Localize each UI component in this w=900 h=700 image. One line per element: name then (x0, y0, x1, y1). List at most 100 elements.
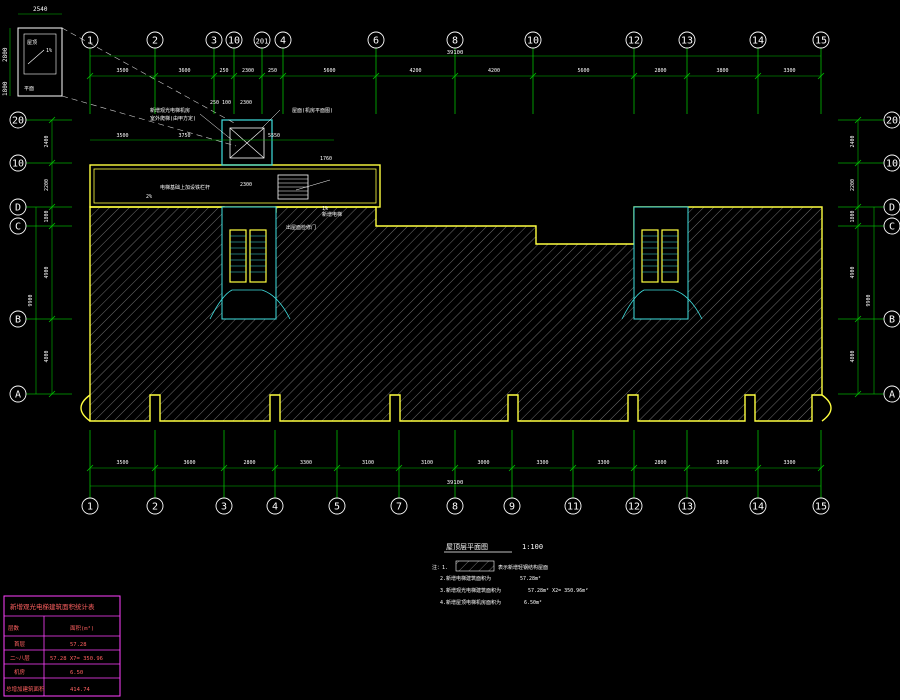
dim-top-tick-4 (258, 72, 266, 80)
grid-bubble-bot-8: 11 (567, 502, 579, 513)
annotation-9: 250 (210, 100, 219, 106)
dim-top-0: 3500 (116, 68, 128, 74)
dim-bot-tick-11 (754, 464, 762, 472)
dim-top2-2: 5550 (268, 133, 280, 139)
grid-bubble-bot-0: 1 (87, 502, 93, 513)
dim-bot-4: 3100 (362, 460, 374, 466)
dim-bot-tick-12 (817, 464, 825, 472)
grid-bubble-top-4-circle (253, 31, 271, 49)
dim-top-2: 250 (219, 68, 228, 74)
grid-bubble-left-1-circle (9, 154, 27, 172)
dim-top-5: 5600 (323, 68, 335, 74)
dim-top-3: 2300 (242, 68, 254, 74)
dim-bot-3: 3300 (300, 460, 312, 466)
grid-bubble-bot-4-circle (328, 497, 346, 515)
dim-top-tick-10 (683, 72, 691, 80)
dim-top-tick-8 (529, 72, 537, 80)
dim-bot-tick-2 (220, 464, 228, 472)
grid-bubble-top-11: 14 (752, 36, 764, 47)
dim-top-10: 3800 (716, 68, 728, 74)
grid-bubble-bot-5: 7 (396, 502, 402, 513)
inset-top-dim: 2540 (33, 6, 48, 13)
grid-bubble-right-4-circle (883, 310, 900, 328)
table-row-2-floor: 二~八层 (10, 655, 30, 662)
grid-bubble-right-1-circle (883, 154, 900, 172)
table-row-3-floor: 机房 (14, 668, 26, 676)
table-row-2-area: 57.28 X7= 350.96 (50, 656, 103, 662)
grid-bubble-right-4: B (889, 315, 895, 326)
dim-top2-1: 3750 (178, 133, 190, 139)
dim-top-tick-12 (817, 72, 825, 80)
dim-bot-tick-10 (683, 464, 691, 472)
annotation-12: 2300 (240, 182, 252, 188)
dim-bot-1: 3600 (183, 460, 195, 466)
grid-bubble-top-10-circle (678, 31, 696, 49)
dim-top-1: 3600 (178, 68, 190, 74)
grid-bubble-bot-8-circle (564, 497, 582, 515)
annotation-4: 出屋面检修门 (286, 224, 316, 231)
legend-note3-val: 57.28m² X2= 350.96m² (528, 588, 588, 594)
dim-left-4: 4800 (44, 350, 50, 362)
grid-bubble-top-9-circle (625, 31, 643, 49)
dim-top-7: 4200 (488, 68, 500, 74)
grid-bubble-left-3-circle (9, 217, 27, 235)
stair-right (621, 206, 703, 320)
grid-bubble-top-1-circle (146, 31, 164, 49)
inset-side-a: 2800 (2, 47, 9, 62)
dim-left-tick-3 (48, 222, 56, 230)
grid-bubble-bot-9-circle (625, 497, 643, 515)
legend-note4: 4.新增屋顶电梯机房面积为 (440, 599, 501, 606)
grid-bubble-top-0: 1 (87, 36, 93, 47)
table-title: 新增观光电梯建筑面积统计表 (10, 602, 95, 611)
legend-hatch-swatch (455, 560, 495, 572)
annotation-1: 新增观光电梯机房 (150, 107, 190, 114)
grid-bubble-top-6-circle (367, 31, 385, 49)
dim-top-9: 2800 (654, 68, 666, 74)
dim-top-4: 250 (268, 68, 277, 74)
roof-corner-right (821, 394, 832, 422)
legend-note2: 2.新增电梯建筑面积为 (440, 575, 491, 582)
grid-bubble-left-4-circle (9, 310, 27, 328)
grid-bubble-left-5: A (15, 390, 21, 401)
grid-bubble-left-1: 10 (12, 159, 24, 170)
dim-top-tick-0 (86, 72, 94, 80)
grid-bubble-top-0-circle (81, 31, 99, 49)
dim-right-2: 1800 (850, 210, 856, 222)
dim-right-tick-4 (854, 315, 862, 323)
dim-bot-tick-1 (151, 464, 159, 472)
grid-bubble-bot-11: 14 (752, 502, 764, 513)
grid-bubble-right-2-circle (883, 198, 900, 216)
dim-left-1: 2200 (44, 179, 50, 191)
grid-lines (26, 48, 884, 498)
grid-bubble-top-11-circle (749, 31, 767, 49)
inset-side-b: 1800 (2, 81, 9, 96)
inset-pct: 1% (46, 48, 52, 54)
dim-bot-11: 3300 (783, 460, 795, 466)
inset-label: 平面 (24, 86, 34, 92)
dim-bot-tick-8 (569, 464, 577, 472)
grid-bubble-bot-7-circle (503, 497, 521, 515)
grid-bubble-bot-10: 13 (681, 502, 693, 513)
dim-top2-0: 3500 (116, 133, 128, 139)
grid-bubble-left-2: D (15, 203, 21, 214)
dim-left-2: 1800 (44, 210, 50, 222)
dim-top-tick-7 (451, 72, 459, 80)
dim-bot-tick-3 (271, 464, 279, 472)
grid-bubble-left-2-circle (9, 198, 27, 216)
dim-bot-tick-5 (395, 464, 403, 472)
grid-bubble-top-7: 8 (452, 36, 458, 47)
dim-top-total: 39100 (447, 50, 464, 56)
grid-bubble-right-0: 20 (886, 116, 898, 127)
dim-right-tick-1 (854, 159, 862, 167)
dim-top-tick-1 (151, 72, 159, 80)
table-row-1-floor: 首层 (14, 640, 26, 648)
grid-bubble-top-1: 2 (152, 36, 158, 47)
annotation-8: 屋面(机房平面图) (292, 107, 333, 114)
grid-bubble-right-2: D (889, 203, 895, 214)
grid-bubble-right-5-circle (883, 385, 900, 403)
dim-bot-9: 2800 (654, 460, 666, 466)
table-header-floor: 层数 (8, 624, 20, 632)
dim-bot-2: 2800 (243, 460, 255, 466)
grid-bubble-left-3: C (15, 222, 21, 233)
